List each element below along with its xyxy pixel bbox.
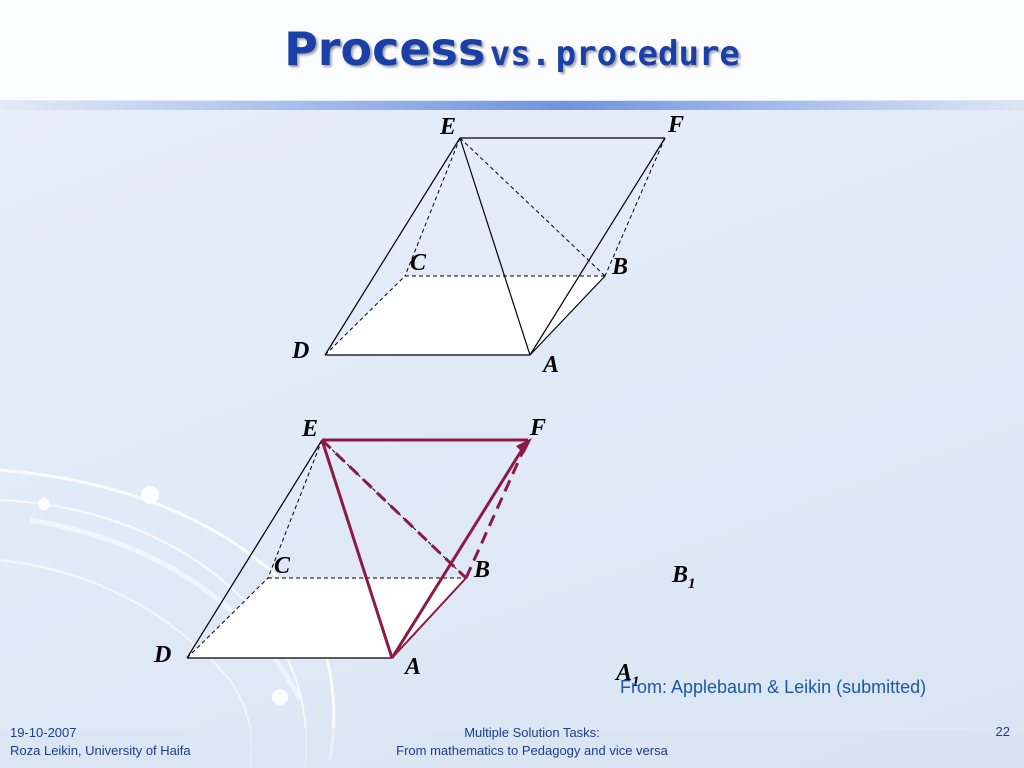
arrowhead-F <box>516 438 532 454</box>
bottom-label-B: B <box>473 557 490 583</box>
top-label-C: C <box>410 250 427 276</box>
vector-BF-dashed <box>464 439 530 579</box>
bottom-edge-ED <box>186 439 323 659</box>
top-prism: E F C B D A <box>291 112 684 378</box>
top-edge-FA <box>529 137 666 356</box>
label-A1: A1 <box>614 660 640 690</box>
bottom-edge-EC <box>267 439 323 579</box>
bottom-label-A: A <box>403 654 421 680</box>
title-process: Process <box>284 22 486 76</box>
top-edge-DC <box>324 275 406 356</box>
top-base-face <box>325 276 605 355</box>
top-edge-EB <box>459 137 606 277</box>
footer-page-number: 22 <box>995 724 1010 739</box>
bottom-label-D: D <box>153 642 171 668</box>
bottom-base-face <box>187 578 466 658</box>
top-edge-AB <box>529 275 606 356</box>
top-edge-ED <box>324 137 461 356</box>
top-label-E: E <box>439 114 456 140</box>
footer-date: 19-10-2007 <box>10 725 77 740</box>
bottom-prism: E F C B D A B1 A1 <box>153 415 696 690</box>
label-A1-sub: 1 <box>632 674 640 690</box>
slide-title: Process vs. procedure <box>0 22 1024 76</box>
footer-center: Multiple Solution Tasks: From mathematic… <box>332 724 732 760</box>
footer-left: 19-10-2007 Roza Leikin, University of Ha… <box>10 724 191 760</box>
vector-AF <box>390 439 530 659</box>
footer-center-line2: From mathematics to Pedagogy and vice ve… <box>396 743 668 758</box>
title-procedure: procedure <box>555 34 740 74</box>
vector-EA <box>320 439 394 659</box>
title-divider <box>0 101 1024 110</box>
vector-AB <box>391 577 467 659</box>
vector-EB-dashed <box>320 438 468 580</box>
label-A1-main: A <box>614 660 632 686</box>
bottom-edge-DC <box>186 577 269 659</box>
top-edge-EA <box>459 137 531 356</box>
top-label-B: B <box>611 254 628 280</box>
bottom-label-E: E <box>301 416 318 442</box>
top-edge-EC <box>404 137 461 277</box>
top-label-F: F <box>667 112 684 138</box>
bottom-label-C: C <box>274 553 291 579</box>
title-vs: vs. <box>489 34 552 74</box>
footer-author: Roza Leikin, University of Haifa <box>10 743 191 758</box>
bottom-label-F: F <box>529 415 546 441</box>
top-label-D: D <box>291 338 309 364</box>
label-B1-main: B <box>671 562 688 588</box>
label-B1-sub: 1 <box>688 576 696 592</box>
footer-center-line1: Multiple Solution Tasks: <box>464 725 600 740</box>
source-note: From: Applebaum & Leikin (submitted) <box>620 677 927 697</box>
label-B1: B1 <box>671 562 696 592</box>
top-label-A: A <box>541 352 559 378</box>
